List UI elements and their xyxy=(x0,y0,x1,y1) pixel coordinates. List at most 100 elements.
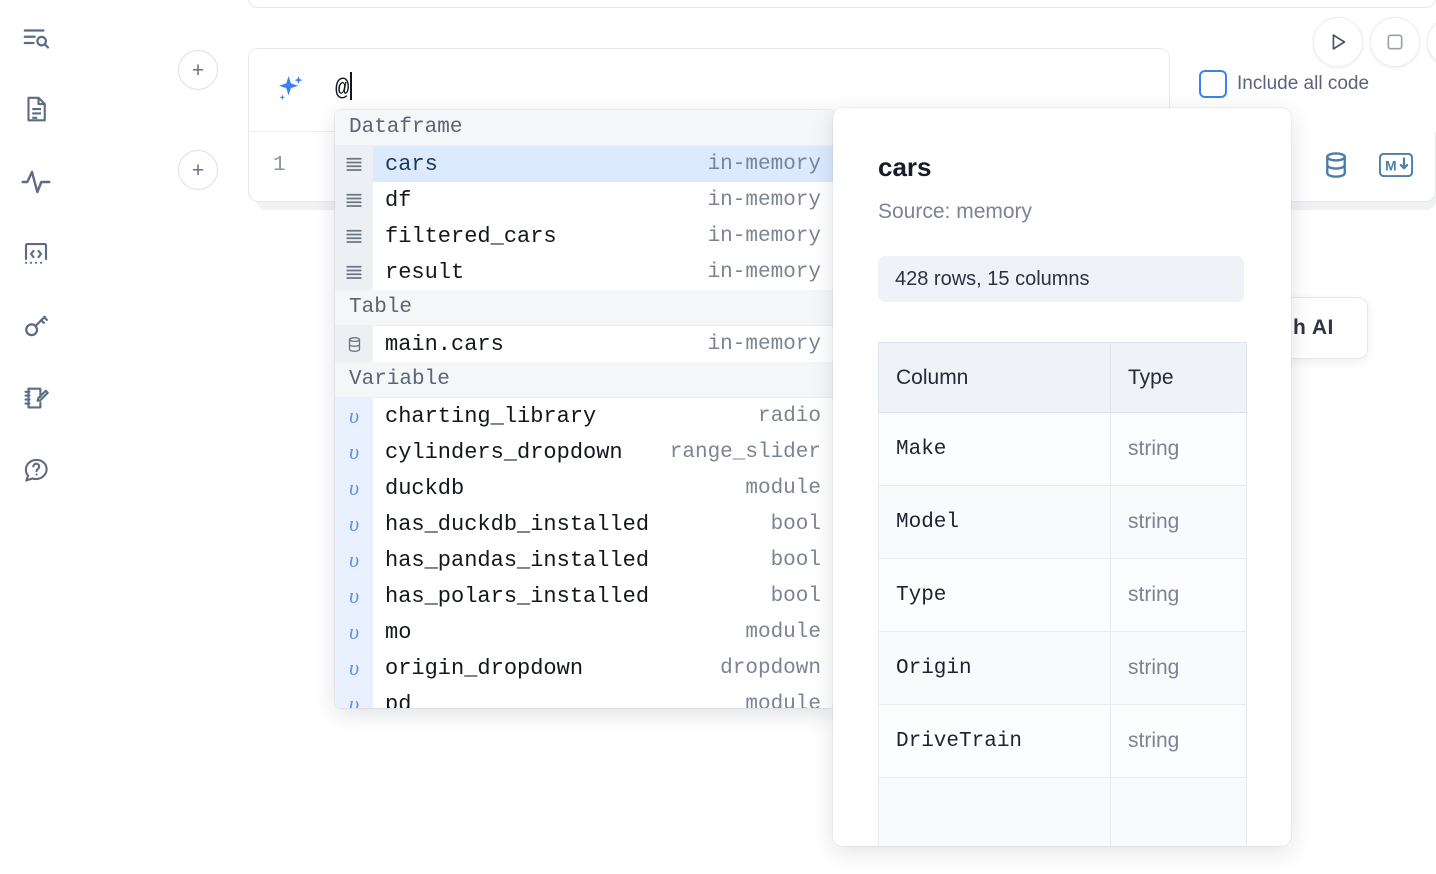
autocomplete-item-type: in-memory xyxy=(707,260,821,284)
schema-column-name xyxy=(878,777,1111,846)
completion-info-panel: cars Source: memory 428 rows, 15 columns… xyxy=(833,108,1291,846)
include-all-code-label: Include all code xyxy=(1237,73,1370,94)
schema-column-type: string xyxy=(1110,704,1247,778)
variable-icon: υ xyxy=(335,398,373,434)
autocomplete-item-name: df xyxy=(385,187,412,213)
autocomplete-item[interactable]: filtered_cars in-memory xyxy=(335,218,835,254)
info-panel-shape: 428 rows, 15 columns xyxy=(878,256,1244,302)
autocomplete-item-type: range_slider xyxy=(669,440,821,464)
variable-icon: υ xyxy=(335,542,373,578)
svg-text:M: M xyxy=(1385,158,1397,174)
schema-column-type: string xyxy=(1110,412,1247,486)
schema-column-name: Origin xyxy=(878,631,1111,705)
database-icon[interactable] xyxy=(1321,150,1351,185)
dataframe-icon xyxy=(335,146,373,182)
autocomplete-item[interactable]: υ origin_dropdown dropdown xyxy=(335,650,835,686)
autocomplete-item[interactable]: result in-memory xyxy=(335,254,835,290)
variable-icon: υ xyxy=(335,434,373,470)
schema-table-row xyxy=(878,777,1247,846)
ai-prompt-value: @ xyxy=(335,76,350,103)
activity-icon[interactable] xyxy=(14,160,58,204)
autocomplete-item-type: in-memory xyxy=(707,224,821,248)
notebook-cell-stub xyxy=(248,0,1436,8)
schema-column-name: Model xyxy=(878,485,1111,559)
autocomplete-item-name: origin_dropdown xyxy=(385,655,584,681)
autocomplete-item-type: dropdown xyxy=(720,656,821,680)
autocomplete-item[interactable]: υ cylinders_dropdown range_slider xyxy=(335,434,835,470)
autocomplete-item-name: filtered_cars xyxy=(385,223,557,249)
schema-column-type xyxy=(1110,777,1247,846)
include-all-code-checkbox[interactable] xyxy=(1199,70,1227,98)
stop-button[interactable] xyxy=(1370,17,1420,67)
ai-prompt-input[interactable]: @ xyxy=(335,72,353,103)
run-button[interactable] xyxy=(1313,17,1363,67)
schema-col-header: Column xyxy=(878,342,1111,413)
add-cell-button-bottom[interactable]: + xyxy=(178,150,218,190)
markdown-icon[interactable]: M xyxy=(1378,152,1414,182)
code-snippet-icon[interactable] xyxy=(14,232,58,276)
schema-column-name: Type xyxy=(878,558,1111,632)
autocomplete-item-name: cylinders_dropdown xyxy=(385,439,623,465)
dataframe-icon xyxy=(335,218,373,254)
autocomplete-item-name: result xyxy=(385,259,465,285)
autocomplete-item[interactable]: cars in-memory xyxy=(335,146,835,182)
autocomplete-group-header: Table xyxy=(335,290,835,326)
autocomplete-group-header: Variable xyxy=(335,362,835,398)
autocomplete-item-type: module xyxy=(745,620,821,644)
line-number: 1 xyxy=(273,154,286,177)
autocomplete-item-name: has_polars_installed xyxy=(385,583,650,609)
dataframe-icon xyxy=(335,182,373,218)
autocomplete-item-name: charting_library xyxy=(385,403,597,429)
schema-column-type: string xyxy=(1110,631,1247,705)
autocomplete-item[interactable]: υ charting_library radio xyxy=(335,398,835,434)
help-icon[interactable] xyxy=(14,448,58,492)
scratchpad-icon[interactable] xyxy=(14,376,58,420)
schema-column-type: string xyxy=(1110,485,1247,559)
autocomplete-group-header: Dataframe xyxy=(335,110,835,146)
add-cell-button-top[interactable]: + xyxy=(178,50,218,90)
autocomplete-item-type: in-memory xyxy=(707,152,821,176)
autocomplete-item[interactable]: υ has_pandas_installed bool xyxy=(335,542,835,578)
autocomplete-item[interactable]: main.cars in-memory xyxy=(335,326,835,362)
autocomplete-item-name: main.cars xyxy=(385,331,504,357)
autocomplete-item-name: duckdb xyxy=(385,475,465,501)
explore-icon[interactable] xyxy=(14,16,58,60)
autocomplete-item-type: bool xyxy=(770,548,821,572)
left-icon-rail xyxy=(0,0,72,874)
cell-icon-group: M xyxy=(1321,150,1414,185)
add-cell-label: + xyxy=(191,58,205,82)
info-panel-source: Source: memory xyxy=(878,200,1033,223)
key-icon[interactable] xyxy=(14,304,58,348)
include-all-code-toggle[interactable]: Include all code xyxy=(1199,70,1369,98)
autocomplete-item-type: radio xyxy=(757,404,821,428)
generate-with-ai-label: h AI xyxy=(1293,316,1334,339)
schema-column-name: DriveTrain xyxy=(878,704,1111,778)
variable-icon: υ xyxy=(335,686,373,708)
schema-table-header-row: Column Type xyxy=(878,342,1247,413)
autocomplete-item-type: bool xyxy=(770,512,821,536)
autocomplete-item-type: in-memory xyxy=(707,332,821,356)
variable-icon: υ xyxy=(335,470,373,506)
autocomplete-item-name: cars xyxy=(385,151,438,177)
file-icon[interactable] xyxy=(14,87,58,131)
schema-column-name: Make xyxy=(878,412,1111,486)
autocomplete-item-type: module xyxy=(745,692,821,709)
autocomplete-item-name: has_pandas_installed xyxy=(385,547,650,573)
autocomplete-item-name: has_duckdb_installed xyxy=(385,511,650,537)
overflow-button[interactable] xyxy=(1427,17,1436,67)
variable-icon: υ xyxy=(335,650,373,686)
